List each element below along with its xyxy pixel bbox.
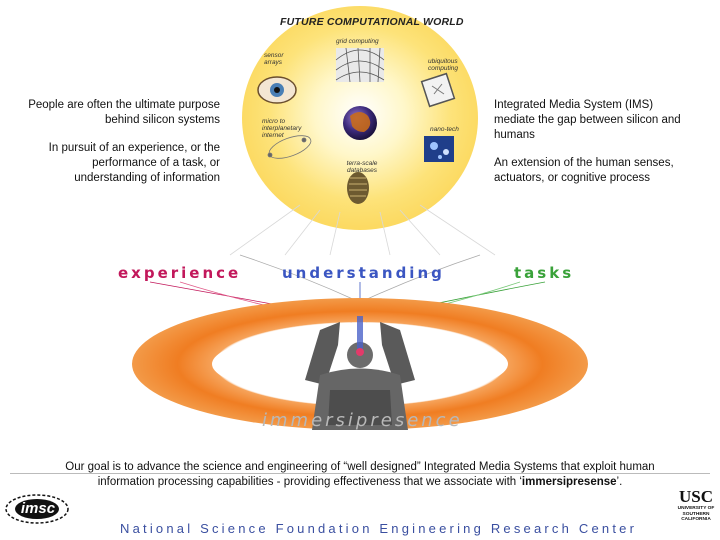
terra-scale-databases-image — [347, 172, 369, 204]
sensor-arrays-label: sensor arrays — [264, 52, 284, 66]
left-text-purpose: People are often the ultimate purpose be… — [28, 99, 220, 126]
usc-logo: USC UNIVERSITY OF SOUTHERN CALIFORNIA — [676, 488, 716, 534]
ubiquitous-computing-label: ubiquitous computing — [428, 58, 458, 72]
understanding-label: understanding — [282, 264, 445, 282]
goal-text-end: ’. — [616, 476, 623, 488]
tasks-label: tasks — [514, 264, 575, 282]
terra-scale-label: terra-scale databases — [346, 160, 378, 174]
interplanetary-orbit-image — [267, 135, 312, 159]
right-text-ims: Integrated Media System (IMS) mediate th… — [494, 99, 681, 141]
footer-nsf: National Science Foundation Engineering … — [120, 521, 638, 536]
left-text-pursuit: In pursuit of an experience, or the perf… — [48, 142, 220, 184]
right-text-extension: An extension of the human senses, actuat… — [494, 157, 674, 184]
sensor-arrays-image — [257, 76, 297, 104]
radiating-lines — [229, 204, 496, 256]
goal-text-emphasis: immersipresense — [521, 476, 617, 488]
goal-statement: Our goal is to advance the science and e… — [40, 460, 680, 490]
goal-text-start: Our goal is to advance the science and e… — [65, 461, 655, 488]
usc-logo-small: UNIVERSITY OF SOUTHERN CALIFORNIA — [677, 506, 715, 522]
usc-logo-big: USC — [678, 487, 713, 506]
ubiquitous-computing-image — [420, 72, 456, 108]
nano-tech-image — [424, 136, 454, 162]
experience-label: experience — [118, 264, 242, 282]
grid-computing-image — [335, 47, 385, 83]
immersipresence-label: immersipresence — [262, 410, 463, 431]
nano-tech-label: nano-tech — [430, 126, 459, 133]
figure-title: FUTURE COMPUTATIONAL WORLD — [280, 16, 464, 28]
imsc-logo-text: imsc — [20, 500, 56, 517]
imsc-logo — [5, 494, 69, 524]
divider-line — [10, 473, 710, 474]
grid-computing-label: grid computing — [336, 38, 379, 45]
interplanetary-label: micro to interplanetary internet — [262, 118, 302, 139]
